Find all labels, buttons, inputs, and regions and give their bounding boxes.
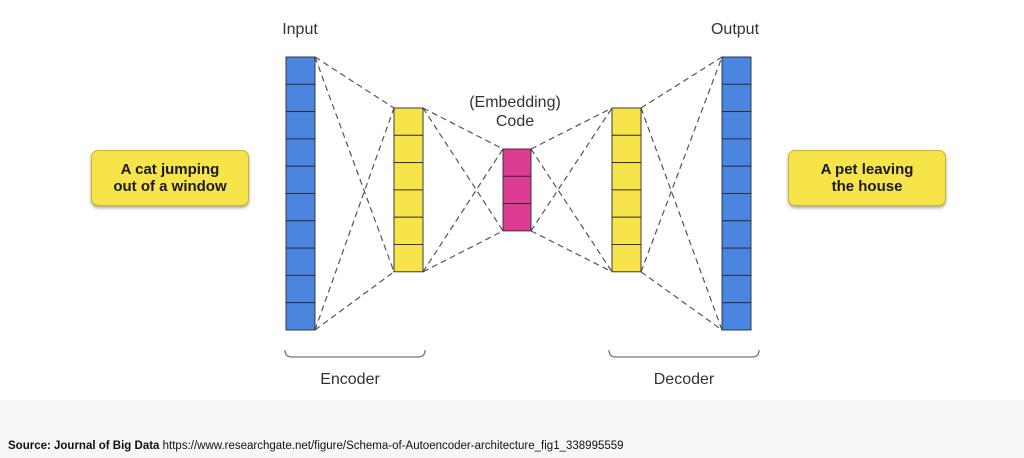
connection-line: [530, 107, 613, 150]
connection-line: [422, 107, 504, 232]
input-label: Input: [282, 21, 318, 38]
layers: [285, 56, 752, 331]
output-layer-cell: [721, 83, 752, 113]
connection-line: [422, 148, 504, 273]
encoder-hidden-layer-cell: [393, 216, 424, 245]
encoder-brace: [284, 349, 426, 358]
source-bar: [0, 400, 1024, 458]
decoder-hidden-layer: [611, 107, 642, 273]
input-layer-cell: [285, 193, 316, 222]
source-url[interactable]: https://www.researchgate.net/figure/Sche…: [162, 440, 624, 452]
output-layer-cell: [721, 274, 752, 304]
encoder-hidden-layer-cell: [393, 162, 424, 191]
input-layer-cell: [285, 220, 316, 249]
output-example-box: A pet leaving the house: [788, 150, 946, 206]
decoder-brace: [608, 349, 760, 358]
source-caption: Source: Journal of Big Data https://www.…: [8, 440, 624, 452]
connection-line: [640, 56, 723, 273]
output-layer-cell: [721, 111, 752, 140]
decoder-hidden-layer-cell: [611, 107, 642, 136]
connection-line: [314, 56, 395, 109]
connection-line: [314, 56, 395, 273]
decoder-hidden-layer-cell: [611, 134, 642, 164]
output-layer-cell: [721, 56, 752, 85]
connection-line: [640, 271, 723, 331]
code-layer-cell: [502, 148, 532, 177]
section-braces: [284, 349, 760, 358]
output-layer-cell: [721, 165, 752, 194]
input-layer-cell: [285, 111, 316, 140]
input-example-text: A cat jumping out of a window: [113, 161, 227, 195]
decoder-hidden-layer-cell: [611, 162, 642, 191]
input-layer-cell: [285, 165, 316, 194]
input-layer-cell: [285, 247, 316, 276]
code-label: (Embedding) Code: [469, 94, 561, 130]
encoder-hidden-layer-cell: [393, 189, 424, 218]
encoder-hidden-layer: [393, 107, 424, 273]
decoder-hidden-layer-cell: [611, 216, 642, 245]
connection-line: [422, 230, 504, 273]
input-layer: [285, 56, 316, 331]
decoder-hidden-layer-cell: [611, 244, 642, 273]
connection-line: [530, 230, 613, 273]
output-label: Output: [710, 21, 760, 38]
input-layer-cell: [285, 83, 316, 113]
output-layer-cell: [721, 138, 752, 167]
input-layer-cell: [285, 56, 316, 85]
input-layer-cell: [285, 302, 316, 331]
input-layer-cell: [285, 274, 316, 304]
connection-line: [422, 107, 504, 150]
code-layer-cell: [502, 203, 532, 232]
layer-connections: [314, 56, 723, 331]
connection-line: [640, 107, 723, 331]
connection-line: [530, 148, 613, 273]
output-example-text: A pet leaving the house: [820, 161, 914, 195]
decoder-label: Decoder: [653, 371, 715, 388]
input-example-box: A cat jumping out of a window: [91, 150, 249, 206]
decoder-hidden-layer-cell: [611, 189, 642, 218]
encoder-label: Encoder: [320, 371, 380, 388]
encoder-hidden-layer-cell: [393, 134, 424, 164]
connection-line: [640, 56, 723, 109]
output-layer: [721, 56, 752, 331]
encoder-hidden-layer-cell: [393, 107, 424, 136]
output-layer-cell: [721, 247, 752, 276]
encoder-hidden-layer-cell: [393, 244, 424, 273]
output-layer-cell: [721, 193, 752, 222]
input-layer-cell: [285, 138, 316, 167]
connection-line: [314, 107, 395, 331]
output-layer-cell: [721, 302, 752, 331]
code-layer-cell: [502, 175, 532, 205]
code-layer: [502, 148, 532, 232]
connection-line: [530, 107, 613, 232]
connection-line: [314, 271, 395, 331]
output-layer-cell: [721, 220, 752, 249]
source-prefix: Source: Journal of Big Data: [8, 440, 160, 452]
